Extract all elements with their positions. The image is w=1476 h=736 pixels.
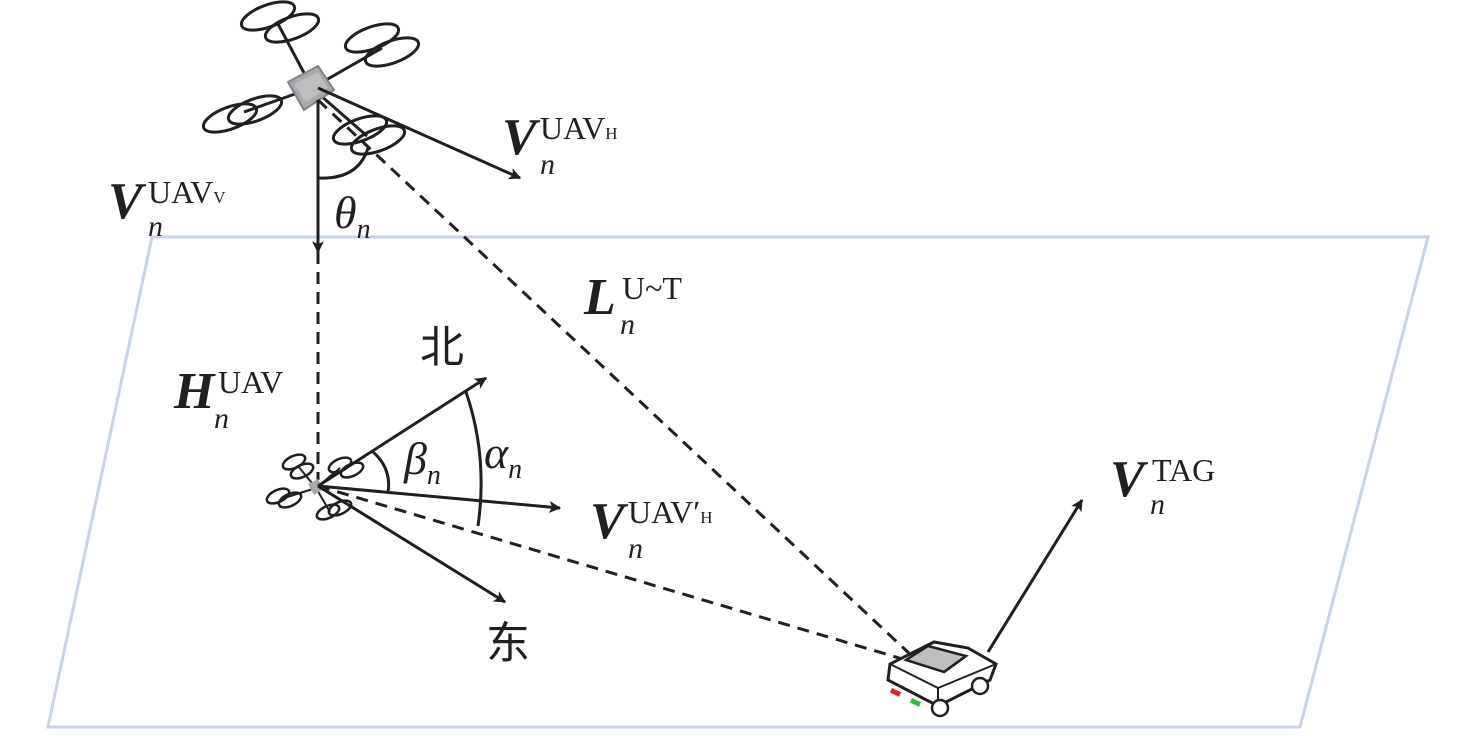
- label-v-uav-v-symbol: V: [108, 173, 143, 230]
- label-h-uav-symbol: H: [174, 363, 215, 420]
- ground-plane: [46, 235, 1430, 729]
- theta-arc: [317, 147, 370, 180]
- v-tag-arrow: [986, 498, 1084, 653]
- label-v-uav-h-sup-text: UAV: [540, 110, 606, 146]
- label-east: 东: [486, 618, 530, 669]
- label-h-uav-sup: UAV: [218, 364, 284, 400]
- label-theta-sub: n: [356, 214, 371, 245]
- label-v-uav-h: V UAVH n: [502, 109, 617, 180]
- east-arrow: [317, 484, 507, 604]
- ground-los-line: [317, 484, 907, 662]
- label-l-ut-symbol: L: [584, 269, 616, 326]
- label-l-ut-sup: U~T: [622, 270, 682, 306]
- v-uav-h-proj-arrow: [317, 484, 562, 513]
- label-v-uav-h-sup-sub: H: [605, 124, 618, 143]
- label-beta-symbol: β: [404, 433, 427, 484]
- label-v-uav-h-proj: V UAV′H n: [590, 493, 712, 564]
- label-v-uav-v-sup: UAVV: [148, 176, 225, 208]
- label-h-uav: H UAV n: [174, 363, 283, 434]
- label-v-uav-h-proj-sup-text: UAV′: [628, 494, 701, 530]
- label-north: 北: [420, 322, 464, 373]
- label-v-tag-sub: n: [1150, 488, 1165, 521]
- label-v-uav-v-sup-sub: V: [213, 188, 226, 207]
- label-h-uav-sub: n: [214, 402, 229, 435]
- label-v-tag-sup: TAG: [1152, 452, 1216, 488]
- label-l-ut: L U~T n: [584, 269, 682, 340]
- label-v-tag: V TAG n: [1110, 451, 1215, 520]
- label-v-uav-h-proj-sup-sub: H: [700, 508, 713, 527]
- label-beta: βn: [404, 436, 441, 490]
- label-l-ut-sub: n: [620, 308, 635, 341]
- alpha-arc: [464, 391, 483, 527]
- north-arrow: [317, 376, 488, 488]
- uav-high: [201, 0, 421, 156]
- label-alpha-sub: n: [508, 454, 523, 485]
- label-v-uav-v: V UAVV n: [108, 173, 225, 242]
- label-v-uav-h-sup: UAVH: [540, 112, 617, 144]
- l-ut-line: [316, 98, 914, 658]
- label-alpha-symbol: α: [484, 427, 509, 478]
- uav-projected: [265, 453, 365, 521]
- label-alpha: αn: [484, 430, 522, 484]
- label-v-uav-h-sub: n: [540, 148, 555, 181]
- label-v-uav-h-proj-sub: n: [628, 532, 643, 565]
- label-v-uav-v-sub: n: [148, 210, 163, 243]
- target-car: [886, 640, 998, 718]
- label-v-uav-v-sup-text: UAV: [148, 174, 214, 210]
- v-uav-h-arrow: [317, 86, 522, 180]
- label-beta-sub: n: [426, 460, 441, 491]
- label-v-uav-h-proj-sup: UAV′H: [628, 496, 712, 528]
- label-v-uav-h-proj-symbol: V: [590, 493, 625, 550]
- label-v-uav-h-symbol: V: [502, 109, 537, 166]
- beta-arc: [371, 449, 391, 494]
- label-theta-symbol: θ: [334, 187, 357, 238]
- label-v-tag-symbol: V: [1110, 451, 1145, 508]
- label-theta: θn: [334, 190, 371, 244]
